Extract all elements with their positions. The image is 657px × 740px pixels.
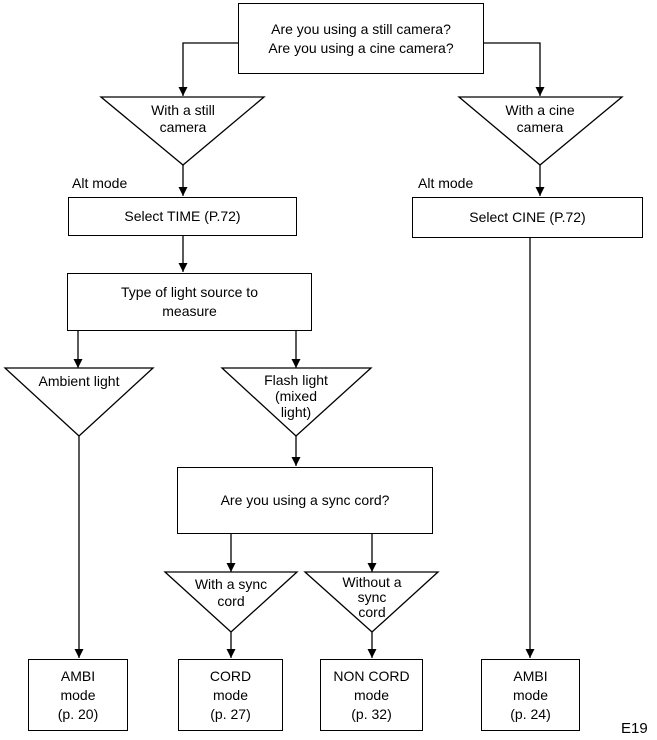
with-sync-triangle [163,571,299,633]
ambient-branch-label: Ambient light [38,373,120,389]
result-non-cord-box: NON CORD mode (p. 32) [320,659,423,731]
result-ambi-p20-box: AMBI mode (p. 20) [28,659,128,731]
camera-question-line2: Are you using a cine camera? [268,39,454,56]
camera-question-box: Are you using a still camera? Are you us… [238,3,484,74]
alt-mode-left-label: Alt mode [72,175,128,191]
still-branch-triangle [99,96,266,166]
camera-question-line1: Are you using a still camera? [271,20,451,37]
flash-branch-label: Flash light (mixed light) [264,372,328,420]
flash-branch-triangle [220,367,373,437]
cine-branch-triangle [457,96,624,166]
ambient-branch-triangle [3,367,155,437]
alt-mode-right-label: Alt mode [418,175,474,191]
select-time-box: Select TIME (P.72) [68,197,297,236]
connector-to-still-branch [178,42,238,96]
result-ambi-p24-box: AMBI mode (p. 24) [481,659,580,731]
sync-question-box: Are you using a sync cord? [177,467,433,534]
without-sync-triangle [303,571,440,633]
result-cord-box: CORD mode (p. 27) [178,659,283,731]
page-code: E19 [621,720,648,737]
sync-question-text: Are you using a sync cord? [220,492,390,508]
with-sync-label: With a sync cord [194,576,268,609]
cine-branch-label: With a cine camera [505,102,575,135]
connector-to-cine-branch [484,42,545,96]
still-branch-label: With a still camera [151,102,215,135]
select-cine-text: Select CINE (P.72) [469,209,586,225]
light-source-box: Type of light source to measure [67,273,312,331]
without-sync-label: Without a sync cord [342,574,402,620]
select-time-text: Select TIME (P.72) [124,208,241,224]
select-cine-box: Select CINE (P.72) [412,197,643,238]
